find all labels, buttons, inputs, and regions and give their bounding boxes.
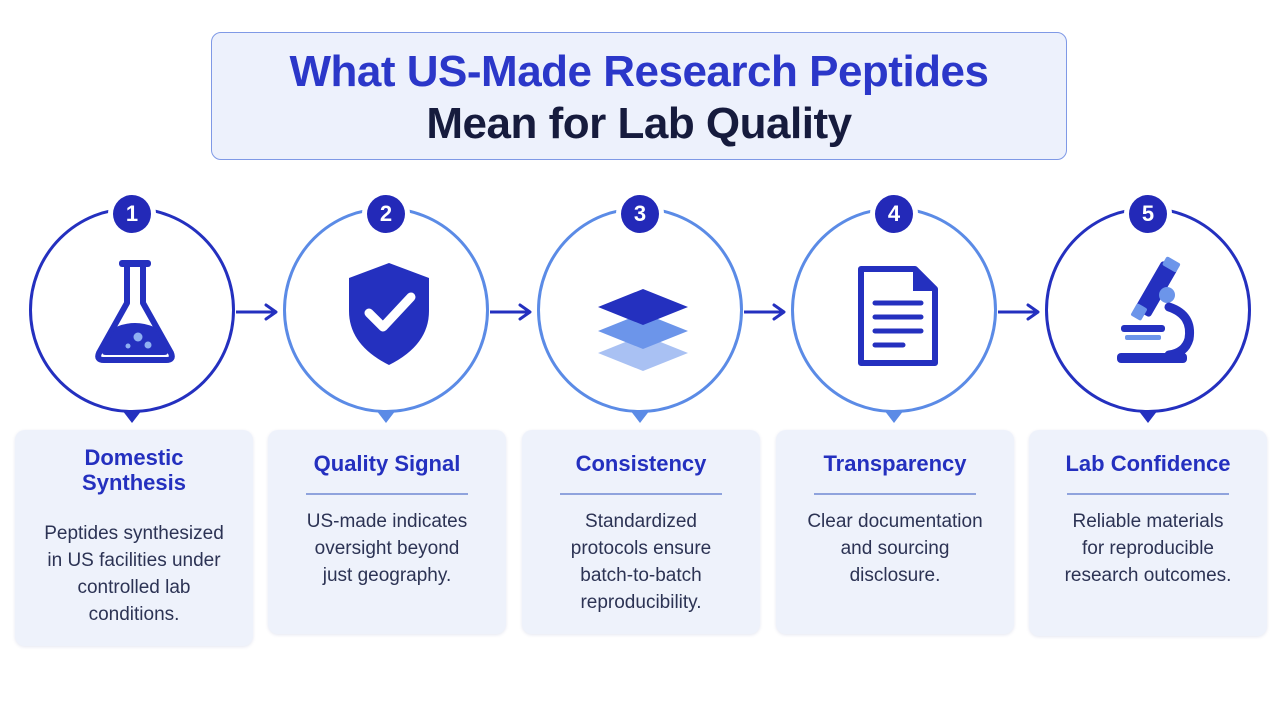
step-3-circle (537, 207, 743, 423)
step-2-description: US-made indicates oversight beyond just … (276, 508, 498, 589)
step-1-circle (29, 207, 235, 423)
arrow-icon (236, 302, 280, 322)
step-3-description-line: batch-to-batch (580, 565, 702, 586)
step-1-badge: 1 (113, 195, 151, 233)
step-3-title: Consistency (522, 451, 760, 476)
step-4-description-line: disclosure. (849, 565, 941, 586)
step-2-card: Quality Signal US-made indicates oversig… (268, 430, 506, 634)
step-1-description-line: conditions. (88, 604, 180, 625)
step-1-description-line: in US facilities under (47, 550, 221, 571)
step-1-pointer (122, 410, 142, 423)
microscope-icon (1091, 253, 1211, 373)
step-5-badge: 5 (1129, 195, 1167, 233)
flask-icon (75, 253, 195, 373)
step-4-divider (814, 493, 976, 495)
step-1-title-line: Synthesis (82, 470, 186, 495)
arrow-icon (998, 302, 1042, 322)
step-1-description-line: controlled lab (77, 577, 191, 598)
title-line-1: What US-Made Research Peptides (289, 47, 989, 96)
arrow-icon (744, 302, 788, 322)
step-2-description-line: US-made indicates (306, 511, 468, 532)
step-2-pointer (376, 410, 396, 423)
step-4-title: Transparency (776, 451, 1014, 476)
step-4-description-line: Clear documentation (807, 511, 983, 532)
arrow-icon (490, 302, 534, 322)
step-5-title: Lab Confidence (1029, 451, 1267, 476)
step-4-title-line: Transparency (823, 451, 967, 476)
step-2-circle (283, 207, 489, 423)
step-1-title-line: Domestic (84, 445, 184, 470)
step-3-card: Consistency Standardized protocols ensur… (522, 430, 760, 634)
title-line-2: Mean for Lab Quality (426, 99, 852, 148)
step-3-description-line: protocols ensure (570, 538, 712, 559)
step-3-title-line: Consistency (575, 451, 707, 476)
step-4-card: Transparency Clear documentation and sou… (776, 430, 1014, 634)
step-1-card: Domestic Synthesis Peptides synthesized … (15, 430, 253, 646)
step-4-badge: 4 (875, 195, 913, 233)
layers-icon (583, 253, 703, 373)
step-3-divider (560, 493, 722, 495)
step-4-description: Clear documentation and sourcing disclos… (784, 508, 1006, 589)
step-4-circle (791, 207, 997, 423)
step-5-description: Reliable materials for reproducible rese… (1037, 508, 1259, 589)
step-3-description-line: Standardized (585, 511, 697, 532)
document-icon (837, 253, 957, 373)
step-5-description-line: research outcomes. (1064, 565, 1232, 586)
shield-check-icon (329, 253, 449, 373)
step-3-badge: 3 (621, 195, 659, 233)
step-5-title-line: Lab Confidence (1065, 451, 1231, 476)
step-2-title-line: Quality Signal (313, 451, 461, 476)
step-2-divider (306, 493, 468, 495)
title-box: What US-Made Research Peptides Mean for … (211, 32, 1067, 160)
step-2-description-line: oversight beyond (314, 538, 460, 559)
step-2-badge: 2 (367, 195, 405, 233)
step-2-description-line: just geography. (322, 565, 452, 586)
step-1-description-line: Peptides synthesized (44, 523, 224, 544)
step-2-title: Quality Signal (268, 451, 506, 476)
step-5-description-line: Reliable materials (1072, 511, 1224, 532)
step-4-pointer (884, 410, 904, 423)
step-5-circle (1045, 207, 1251, 423)
step-5-card: Lab Confidence Reliable materials for re… (1029, 430, 1267, 636)
step-3-pointer (630, 410, 650, 423)
step-1-title: Domestic Synthesis (15, 445, 253, 495)
step-1-description: Peptides synthesized in US facilities un… (23, 520, 245, 628)
step-5-pointer (1138, 410, 1158, 423)
step-3-description-line: reproducibility. (580, 592, 702, 613)
step-5-divider (1067, 493, 1229, 495)
step-5-description-line: for reproducible (1081, 538, 1215, 559)
step-4-description-line: and sourcing (840, 538, 950, 559)
step-3-description: Standardized protocols ensure batch-to-b… (530, 508, 752, 616)
